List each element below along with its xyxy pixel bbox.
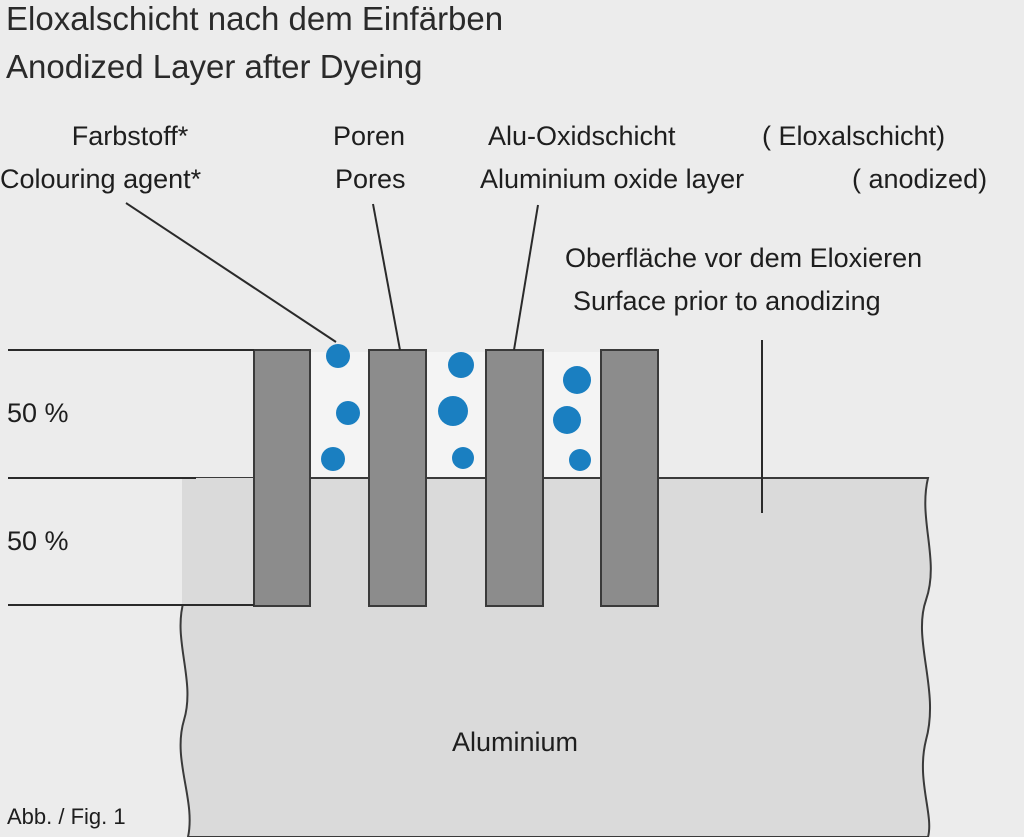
figure-caption: Abb. / Fig. 1: [7, 804, 126, 829]
label-oxide-de-paren: ( Eloxalschicht): [762, 121, 946, 151]
label-pores-de: Poren: [333, 121, 406, 151]
label-percent-lower: 50 %: [7, 526, 69, 556]
label-percent-upper: 50 %: [7, 398, 69, 428]
dye-particle: [321, 447, 345, 471]
label-surface-en: Surface prior to anodizing: [573, 286, 881, 316]
oxide-column: [253, 349, 311, 607]
label-oxide-de: Alu-Oxidschicht: [488, 121, 676, 151]
title-en: Anodized Layer after Dyeing: [6, 48, 423, 85]
oxide-column: [368, 349, 427, 607]
dye-particle: [553, 406, 581, 434]
oxide-column: [600, 349, 659, 607]
label-oxide-en-paren: ( anodized): [852, 164, 988, 194]
label-surface-de: Oberfläche vor dem Eloxieren: [565, 243, 923, 273]
label-pores-en: Pores: [335, 164, 406, 194]
label-aluminium: Aluminium: [452, 727, 579, 757]
dye-particle: [326, 344, 350, 368]
oxide-column: [485, 349, 544, 607]
dye-particle: [438, 396, 468, 426]
label-colouring-de: Farbstoff*: [71, 121, 189, 151]
dye-particle: [448, 352, 474, 378]
dye-particle: [569, 449, 591, 471]
dye-particle: [563, 366, 591, 394]
dye-particle: [452, 447, 474, 469]
leader-line-oxide: [513, 204, 539, 351]
label-colouring-en: Colouring agent*: [0, 164, 202, 194]
aluminium-under-oxide: [182, 478, 257, 606]
dye-particle: [336, 401, 360, 425]
label-oxide-en: Aluminium oxide layer: [480, 164, 745, 194]
title-de: Eloxalschicht nach dem Einfärben: [6, 0, 504, 37]
leader-line-pores: [372, 203, 401, 351]
leader-line-colouring: [125, 202, 337, 343]
dye-particles: [321, 344, 591, 471]
